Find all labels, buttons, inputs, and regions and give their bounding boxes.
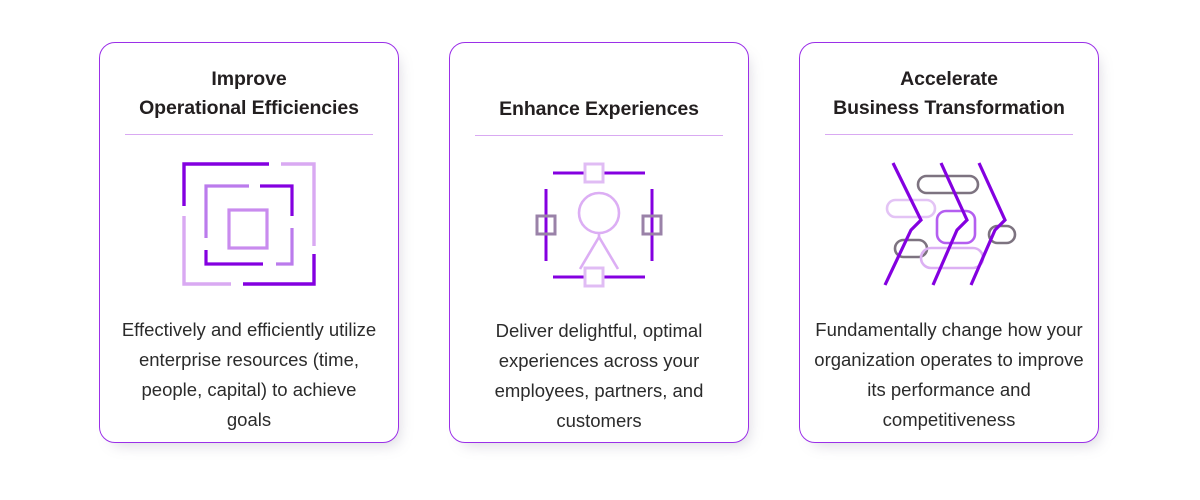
card-body: Deliver delightful, optimal experiences …	[494, 320, 704, 431]
card-body: Fundamentally change how your organizati…	[814, 319, 1084, 430]
title-divider	[825, 134, 1073, 135]
card-enhance-experiences[interactable]: Enhance Experiences	[449, 42, 749, 443]
card-title: Accelerate Business Transformation	[825, 65, 1073, 123]
card-title-line-2: Operational Efficiencies	[139, 97, 359, 119]
title-divider	[475, 135, 723, 136]
card-title-line-1: Improve	[211, 68, 287, 90]
card-title: Enhance Experiences	[475, 95, 723, 124]
nested-squares-icon	[169, 149, 329, 299]
card-improve-operational-efficiencies[interactable]: Improve Operational Efficiencies	[99, 42, 399, 443]
card-accelerate-business-transformation[interactable]: Accelerate Business Transformation	[799, 42, 1099, 443]
person-with-sliders-icon	[519, 150, 679, 300]
title-divider	[125, 134, 373, 135]
card-title-line-2: Business Transformation	[833, 97, 1065, 119]
card-title-line-1: Enhance Experiences	[499, 98, 699, 120]
card-title: Improve Operational Efficiencies	[125, 65, 373, 123]
card-title-line-1: Accelerate	[900, 68, 998, 90]
shifting-bars-icon	[869, 149, 1029, 299]
card-body: Effectively and efficiently utilize ente…	[121, 319, 377, 430]
